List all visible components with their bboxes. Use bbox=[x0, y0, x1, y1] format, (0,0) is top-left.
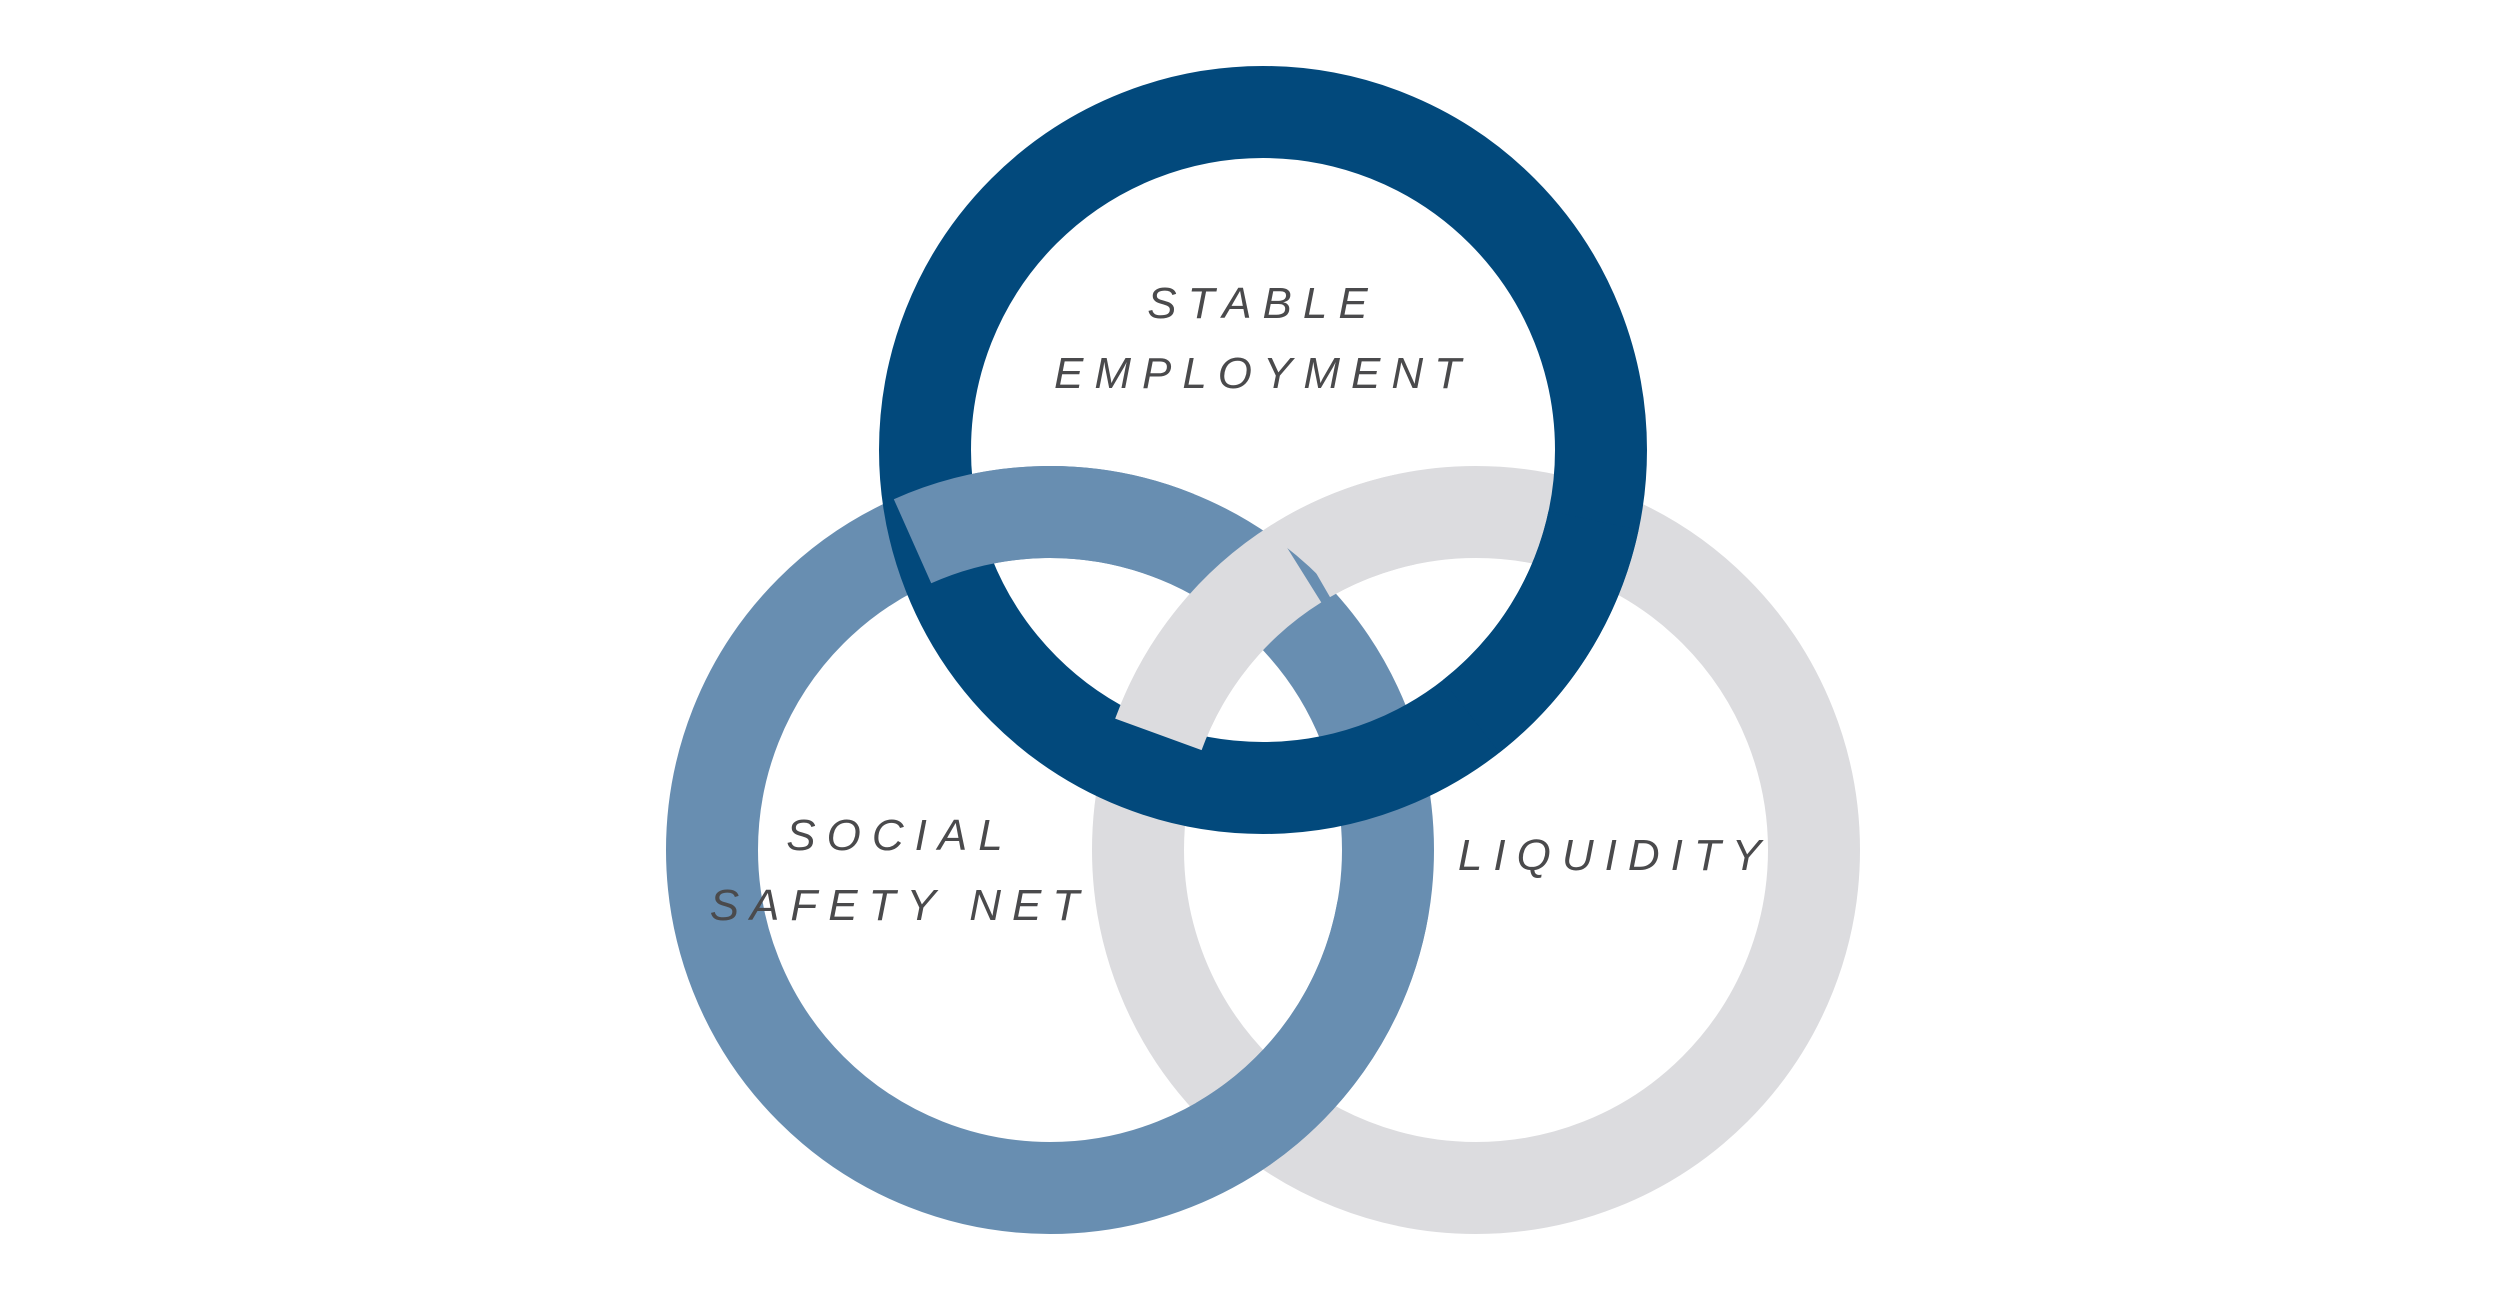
liquidity-ring-overlap-segment bbox=[1115, 524, 1322, 751]
liquidity-label-line: LIQUIDITY bbox=[1458, 831, 1772, 880]
liquidity-ring-overlap-segment bbox=[1284, 474, 1417, 598]
liquidity-ring bbox=[1092, 466, 1860, 1234]
social-safety-net-ring-overlap-segment bbox=[893, 466, 1194, 584]
social-safety-net-label-line: SOCIAL bbox=[786, 811, 1013, 860]
stable-employment-label: STABLE EMPLOYMENT bbox=[1054, 279, 1472, 398]
liquidity-label: LIQUIDITY bbox=[1458, 831, 1772, 880]
social-safety-net-label: SOCIAL SAFETY NET bbox=[710, 811, 1091, 930]
stable-employment-ring bbox=[879, 66, 1647, 834]
labels-group: STABLE EMPLOYMENT SOCIAL SAFETY NET LIQUIDIT… bbox=[710, 279, 1772, 930]
social-safety-net-ring-overlap-segment bbox=[1195, 899, 1429, 1183]
stable-employment-label-line: EMPLOYMENT bbox=[1054, 349, 1472, 398]
stable-employment-label-line: STABLE bbox=[1147, 279, 1378, 328]
stable-employment-ring-overlap-segment bbox=[1442, 509, 1639, 753]
rings-group bbox=[666, 66, 1860, 1234]
social-safety-net-label-line: SAFETY NET bbox=[710, 881, 1091, 930]
